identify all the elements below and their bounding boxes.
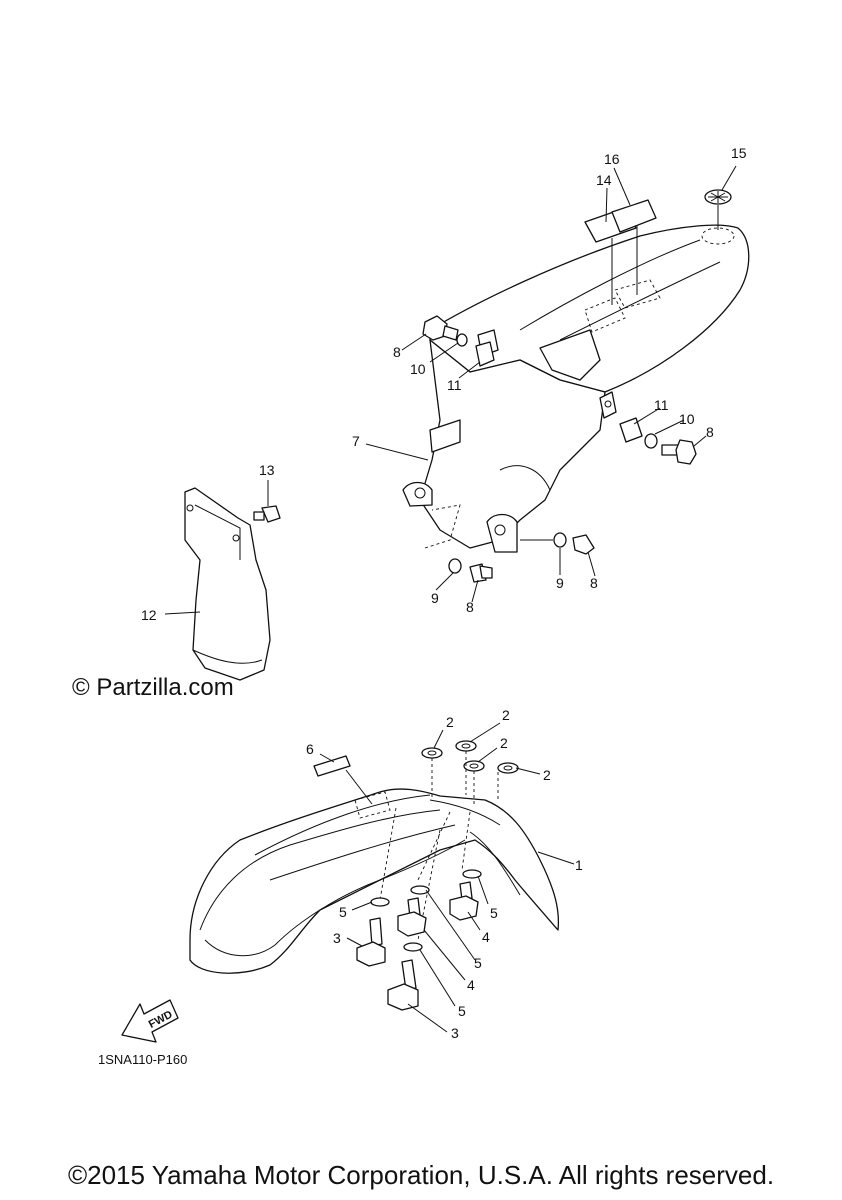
- callout-2-c: 2: [500, 735, 508, 751]
- bolt-4-a: [397, 897, 427, 937]
- washer-5-b: [410, 885, 430, 895]
- bolt-4-b: [449, 881, 479, 921]
- callout-labels: 1 2 2 2 2 3 3 4 4 5 5 5 5 6 7 8 8 8 8 9 …: [141, 145, 747, 1041]
- washer-5-c: [462, 869, 482, 879]
- watermark: © Partzilla.com: [72, 674, 234, 701]
- bolt-8-lower-right: [572, 534, 595, 555]
- callout-8-c: 8: [466, 599, 474, 615]
- collar-10-left: [456, 333, 468, 347]
- callout-11-a: 11: [447, 377, 462, 393]
- callout-9-b: 9: [556, 575, 564, 591]
- callout-2-b: 2: [502, 707, 510, 723]
- collar-9-lower-left: [448, 558, 462, 574]
- nut-11-left: [475, 341, 495, 367]
- callout-3-b: 3: [451, 1025, 459, 1041]
- callout-9-a: 9: [431, 590, 439, 606]
- callout-7: 7: [352, 433, 360, 449]
- nut-11-right: [619, 417, 643, 443]
- callout-13: 13: [259, 462, 275, 478]
- bolt-8-upper-left: [422, 315, 459, 341]
- diagram-code: 1SNA110-P160: [98, 1052, 188, 1067]
- callout-10-a: 10: [410, 361, 426, 377]
- callout-4-b: 4: [467, 977, 475, 993]
- callout-5-d: 5: [458, 1003, 466, 1019]
- washer-5-a: [370, 897, 390, 907]
- washer-2-b: [455, 740, 477, 752]
- callout-3-a: 3: [333, 930, 341, 946]
- bolt-8-lower-left: [469, 563, 493, 583]
- callout-8-b: 8: [706, 424, 714, 440]
- washer-5-d: [403, 942, 423, 952]
- callout-6: 6: [306, 741, 314, 757]
- washer-2-c: [463, 760, 485, 772]
- washer-2-d: [497, 762, 519, 774]
- callout-5-b: 5: [490, 905, 498, 921]
- callout-5-c: 5: [474, 955, 482, 971]
- leader-lines: [164, 165, 737, 1033]
- decal-6: [313, 755, 351, 777]
- callout-14: 14: [596, 172, 612, 188]
- decal-16: [611, 199, 657, 233]
- callout-15: 15: [731, 145, 747, 161]
- washer-2-a: [421, 747, 443, 759]
- fwd-arrow: FWD: [121, 999, 179, 1043]
- copyright-notice: ©2015 Yamaha Motor Corporation, U.S.A. A…: [67, 1160, 775, 1190]
- callout-4-a: 4: [482, 929, 490, 945]
- bolt-3-a: [356, 917, 386, 967]
- collar-9-lower-right: [553, 532, 567, 548]
- callout-2-a: 2: [446, 714, 454, 730]
- bolt-3-b: [387, 959, 419, 1011]
- callout-12: 12: [141, 607, 157, 623]
- callout-1: 1: [575, 857, 583, 873]
- callout-2-d: 2: [543, 767, 551, 783]
- callout-8-d: 8: [590, 575, 598, 591]
- collar-10-right: [644, 433, 658, 449]
- callout-8-a: 8: [393, 344, 401, 360]
- callout-10-b: 10: [679, 411, 695, 427]
- callout-11-b: 11: [654, 397, 669, 413]
- callout-16: 16: [604, 151, 620, 167]
- screw-13: [253, 505, 281, 523]
- mud-flap: [184, 487, 271, 681]
- cap-15: [704, 189, 732, 205]
- front-fender: [189, 788, 560, 974]
- rear-fender: [402, 224, 750, 553]
- callout-5-a: 5: [339, 904, 347, 920]
- bolt-8-right: [661, 439, 697, 465]
